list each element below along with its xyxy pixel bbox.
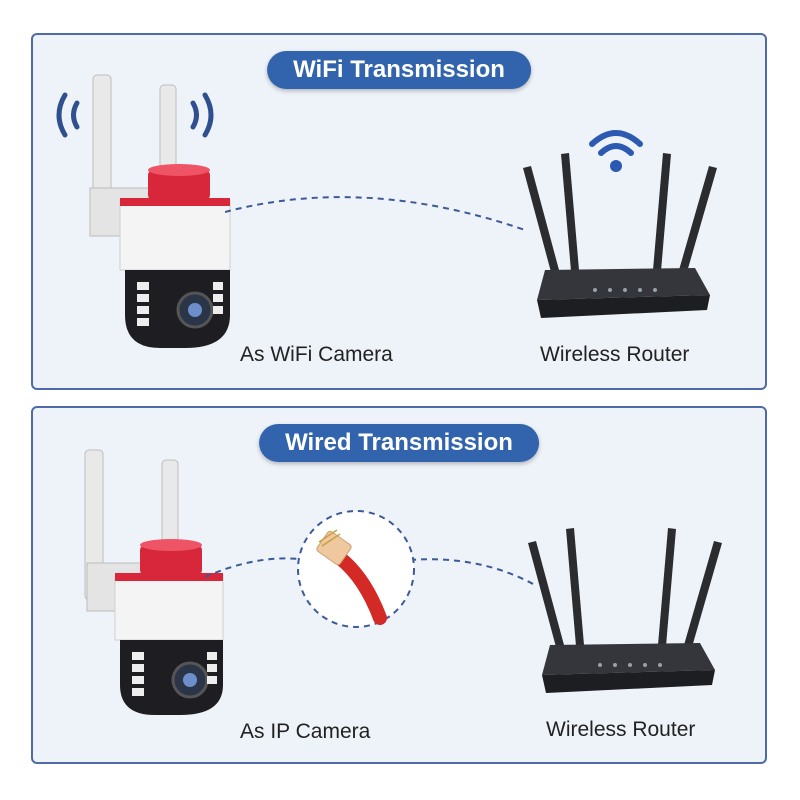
wired-router-caption: Wireless Router — [546, 718, 696, 741]
wired-link-line-left — [205, 545, 305, 585]
wifi-icon — [586, 126, 646, 176]
signal-waves-icon — [56, 92, 214, 138]
wifi-link-line — [225, 180, 545, 240]
ethernet-cable-icon — [295, 508, 417, 630]
wifi-transmission-title: WiFi Transmission — [267, 51, 531, 89]
camera-icon — [45, 70, 245, 360]
wired-link-line-right — [410, 550, 540, 600]
camera-icon — [65, 445, 255, 720]
router-icon — [515, 150, 725, 330]
wifi-camera-caption: As WiFi Camera — [240, 343, 393, 366]
ip-camera-caption: As IP Camera — [240, 720, 371, 743]
router-icon — [520, 525, 730, 705]
wired-transmission-title: Wired Transmission — [259, 424, 539, 462]
wifi-router-caption: Wireless Router — [540, 343, 690, 366]
